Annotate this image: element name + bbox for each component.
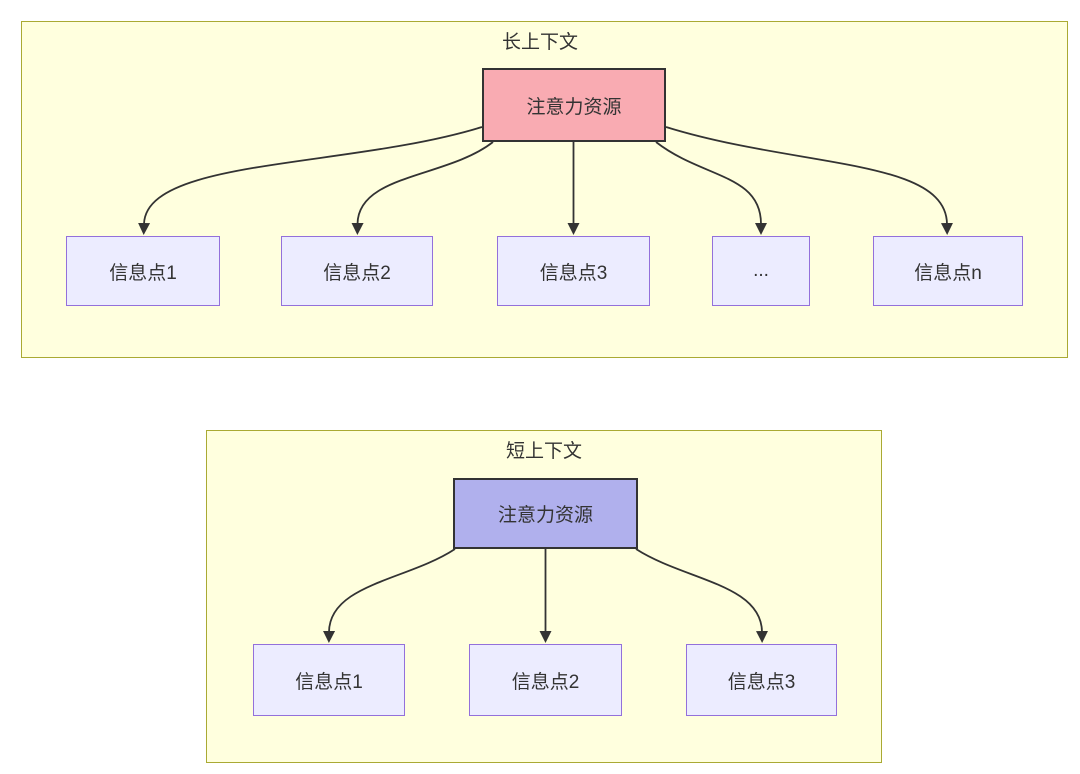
long-context-title: 长上下文 — [501, 32, 578, 53]
short-info-node-1: 信息点1 — [253, 644, 405, 716]
long-info-node-n: 信息点n — [873, 236, 1023, 306]
short-info-node-3: 信息点3 — [686, 644, 837, 716]
short-attention-node: 注意力资源 — [453, 478, 638, 549]
short-info-node-2: 信息点2 — [469, 644, 622, 716]
long-info-node-2: 信息点2 — [281, 236, 433, 306]
long-info-node-1: 信息点1 — [66, 236, 220, 306]
long-info-node-ellipsis: ... — [712, 236, 810, 306]
long-attention-node: 注意力资源 — [482, 68, 666, 142]
short-context-title: 短上下文 — [505, 441, 582, 462]
long-info-node-3: 信息点3 — [497, 236, 650, 306]
